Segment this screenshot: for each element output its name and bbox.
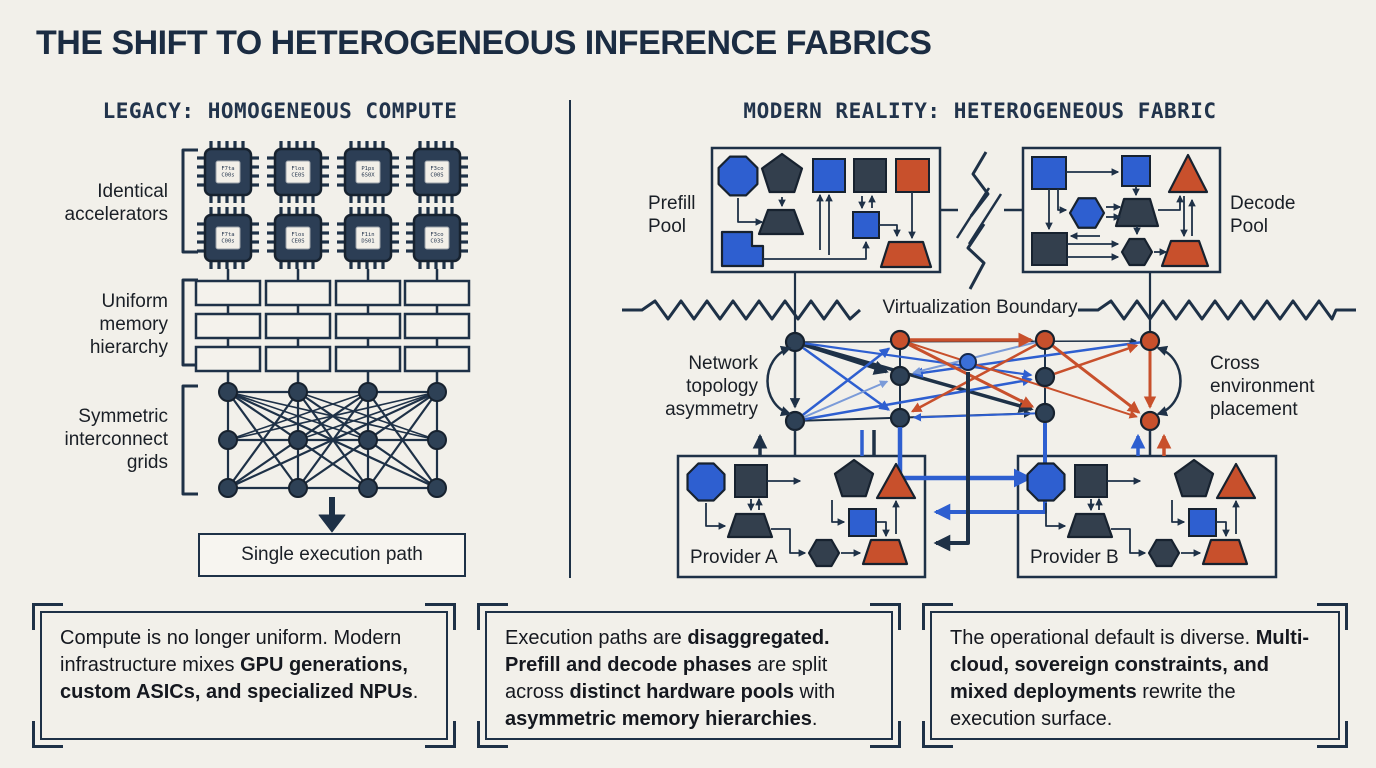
corner-bracket bbox=[32, 603, 63, 630]
callout-text: Compute is no longer uniform. Modern inf… bbox=[60, 627, 419, 703]
provider-b-shapes bbox=[1026, 458, 1257, 568]
symmetric-interconnect-grid bbox=[218, 382, 447, 533]
label-virtualization-boundary: Virtualization Boundary bbox=[882, 297, 1078, 318]
callout-disaggregated: Execution paths are disaggregated. Prefi… bbox=[477, 603, 901, 748]
uniform-memory-stacks bbox=[194, 269, 471, 392]
corner-bracket bbox=[1317, 603, 1348, 630]
single-execution-path-box: Single execution path bbox=[198, 533, 466, 577]
right-section-header: MODERN REALITY: HETEROGENEOUS FABRIC bbox=[743, 99, 1217, 123]
corner-bracket bbox=[922, 721, 953, 748]
left-section-header: LEGACY: HOMOGENEOUS COMPUTE bbox=[102, 99, 458, 123]
corner-bracket bbox=[425, 721, 456, 748]
legacy-panel bbox=[181, 100, 571, 578]
label-cross-environment-placement: Cross environment placement bbox=[1210, 353, 1315, 420]
prefill-pool-shapes bbox=[717, 152, 933, 269]
callout-compute-uniform: Compute is no longer uniform. Modern inf… bbox=[32, 603, 456, 748]
callout-text: Execution paths are disaggregated. Prefi… bbox=[505, 627, 836, 730]
label-network-topology-asymmetry: Network topology asymmetry bbox=[665, 353, 758, 420]
corner-bracket bbox=[477, 721, 508, 748]
decode-pool-shapes bbox=[1031, 153, 1210, 268]
label-identical-accelerators: Identical accelerators bbox=[64, 181, 169, 225]
corner-bracket bbox=[1317, 721, 1348, 748]
corner-bracket bbox=[870, 721, 901, 748]
callout-text: The operational default is diverse. Mult… bbox=[950, 627, 1310, 730]
provider-a-shapes bbox=[686, 458, 917, 568]
heterogeneous-mesh bbox=[766, 329, 1182, 432]
corner-bracket bbox=[477, 603, 508, 630]
label-provider-a: Provider A bbox=[690, 547, 778, 568]
label-symmetric-interconnect: Symmetric interconnect grids bbox=[64, 406, 168, 473]
corner-bracket bbox=[425, 603, 456, 630]
label-decode-pool: Decode Pool bbox=[1230, 193, 1296, 237]
label-provider-b: Provider B bbox=[1030, 547, 1119, 568]
label-prefill-pool: Prefill Pool bbox=[648, 193, 696, 237]
label-uniform-memory: Uniform memory hierarchy bbox=[89, 291, 168, 358]
corner-bracket bbox=[870, 603, 901, 630]
corner-bracket bbox=[922, 603, 953, 630]
cross-environment-flows bbox=[752, 372, 1172, 552]
page-title: THE SHIFT TO HETEROGENEOUS INFERENCE FAB… bbox=[36, 24, 932, 62]
callout-operational-default: The operational default is diverse. Mult… bbox=[922, 603, 1348, 748]
corner-bracket bbox=[32, 721, 63, 748]
